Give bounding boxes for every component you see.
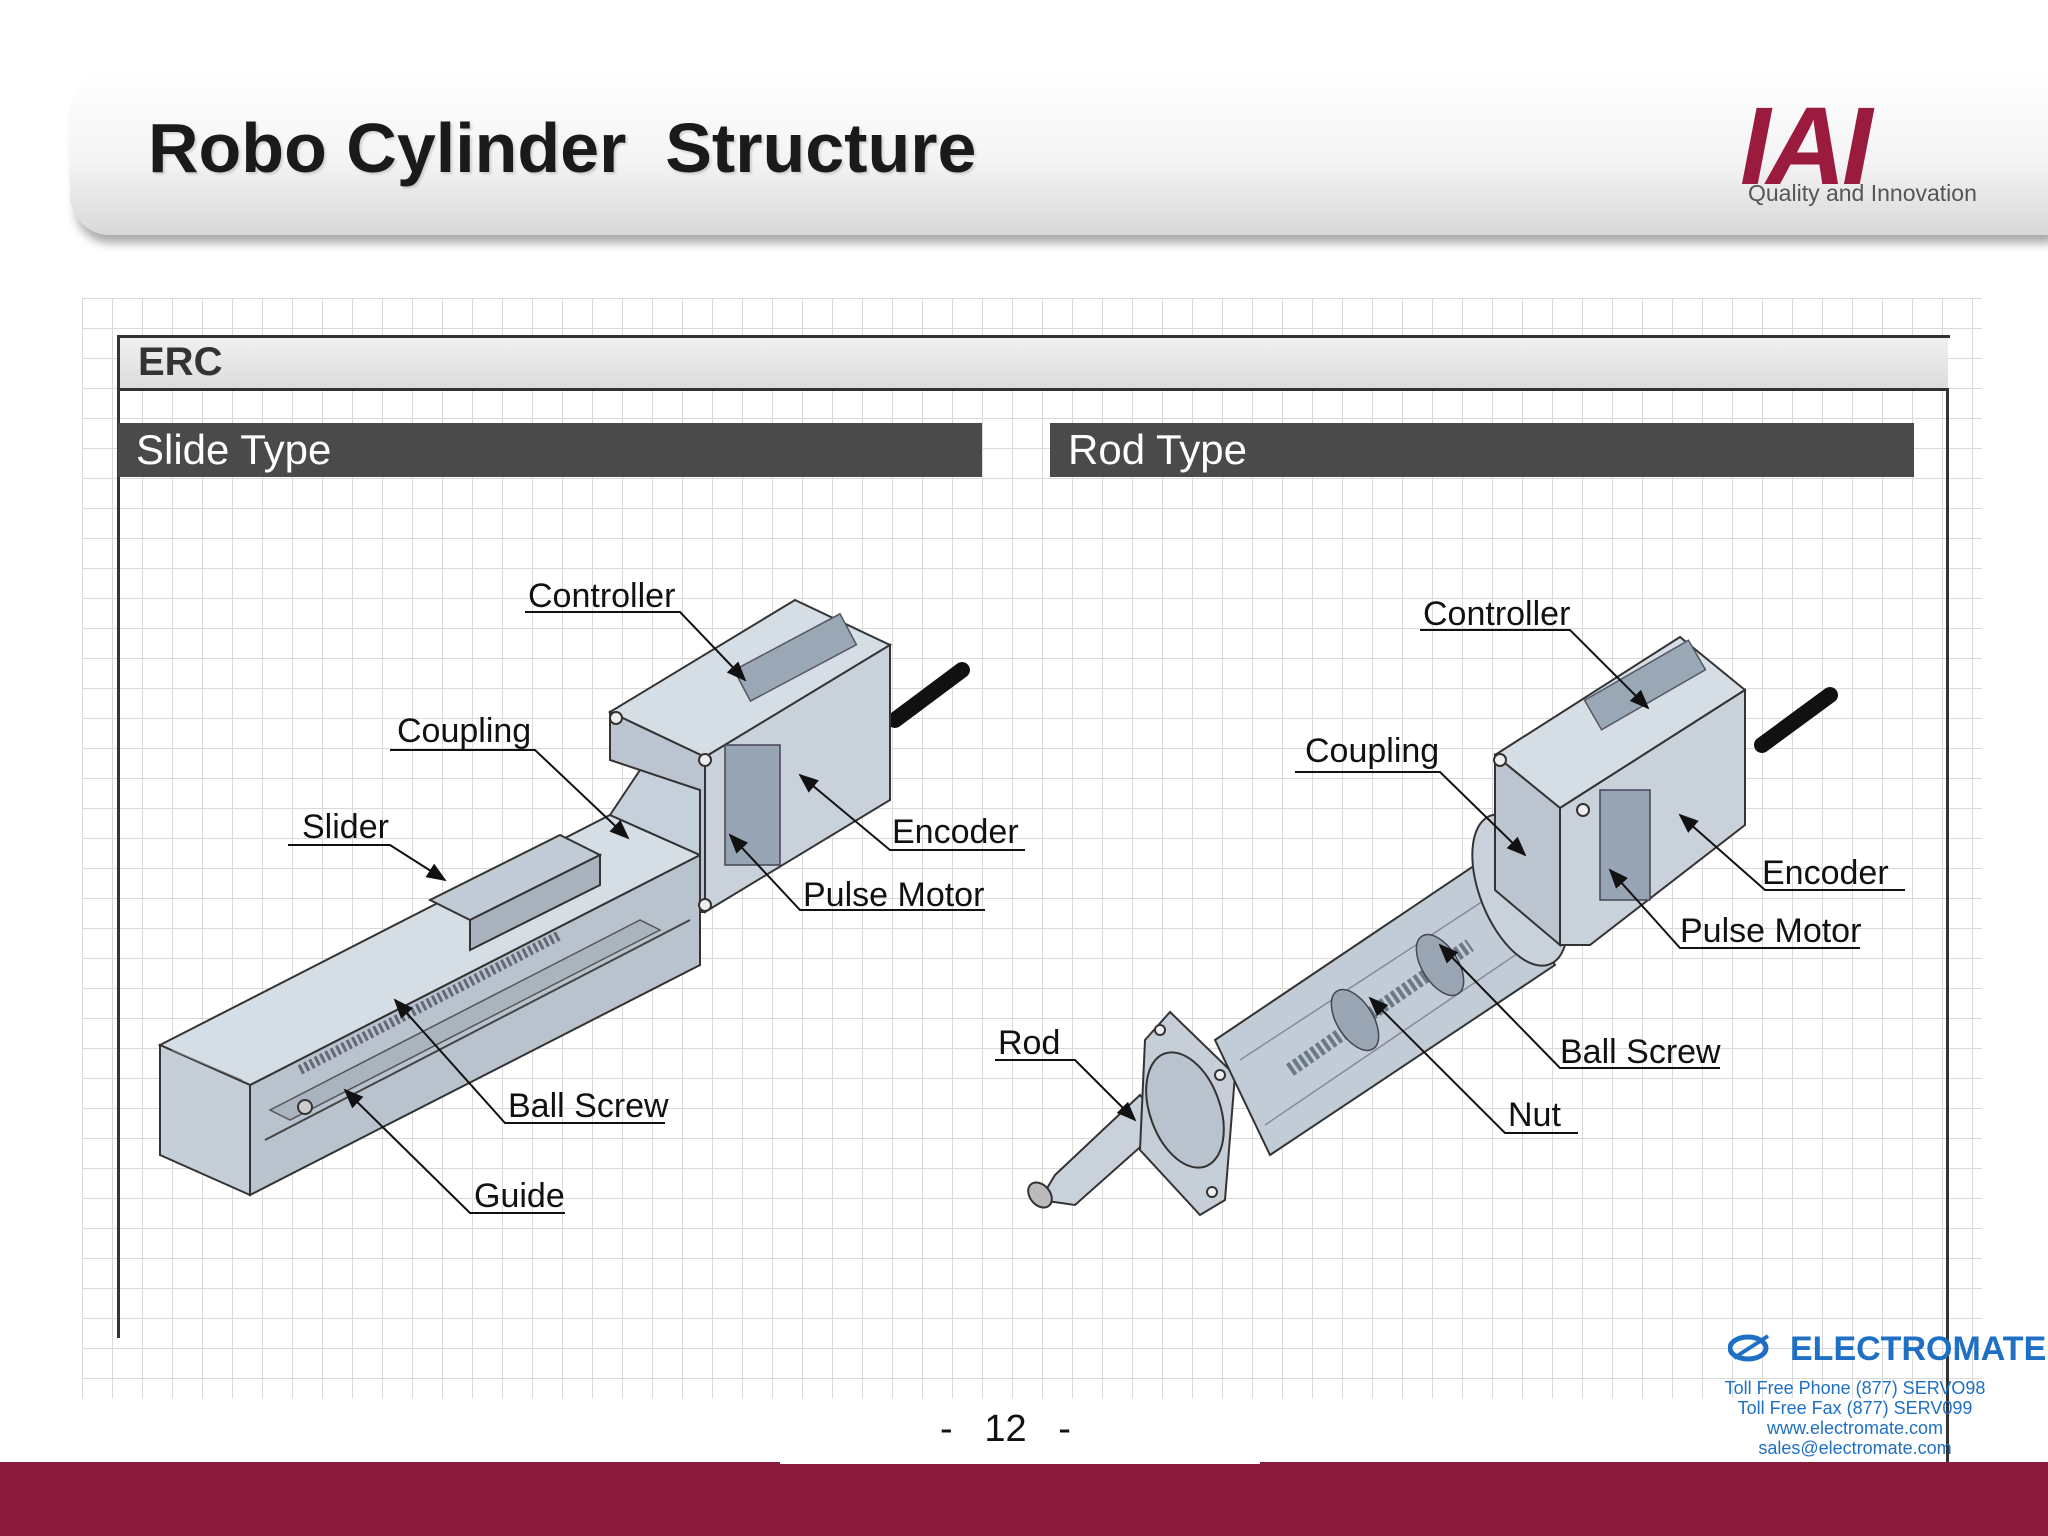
rod-label-pulse-motor: Pulse Motor <box>1680 912 1861 950</box>
frame-right-line <box>1946 388 1949 1468</box>
footer-bar <box>0 1462 2048 1536</box>
logo-tagline: Quality and Innovation <box>1748 180 1977 206</box>
page-title: Robo Cylinder Structure <box>148 109 977 187</box>
rod-label-coupling: Coupling <box>1305 732 1439 770</box>
erc-frame <box>117 335 1950 1338</box>
contact-phone: Toll Free Phone (877) SERVO98 <box>1724 1378 1986 1398</box>
slide-label-coupling: Coupling <box>397 712 531 750</box>
section-label: ERC <box>138 340 223 384</box>
contact-website: www.electromate.com <box>1766 1418 1944 1438</box>
rod-callout-lines <box>995 629 1905 1134</box>
rod-label-controller: Controller <box>1423 595 1570 633</box>
iai-logo: IAI <box>1740 85 1873 208</box>
slide-callout-lines <box>288 611 1025 1214</box>
page-number: - 12 - <box>940 1408 1071 1450</box>
slide-label-controller: Controller <box>528 577 675 615</box>
rod-label-ball-screw: Ball Screw <box>1560 1033 1721 1071</box>
slide-type-header: Slide Type <box>118 423 982 477</box>
header-bar <box>70 70 2048 235</box>
contact-fax: Toll Free Fax (877) SERV099 <box>1737 1398 1973 1418</box>
slide-label-slider: Slider <box>302 808 389 846</box>
contact-email: sales@electromate.com <box>1758 1438 1952 1458</box>
rod-label-encoder: Encoder <box>1762 854 1889 892</box>
footer-seam <box>780 1458 1260 1464</box>
rod-label-nut: Nut <box>1508 1096 1561 1134</box>
electromate-brand: ELECTROMATE <box>1790 1330 2047 1368</box>
slide-label-pulse-motor: Pulse Motor <box>803 876 984 914</box>
slide-actuator-drawing <box>157 598 970 1197</box>
erc-strip <box>120 338 1948 391</box>
rod-label-rod: Rod <box>998 1024 1060 1062</box>
slide-label-ball-screw: Ball Screw <box>508 1087 669 1125</box>
slide-label-encoder: Encoder <box>892 813 1019 851</box>
electromate-logo-icon <box>1728 1334 1770 1362</box>
rod-type-header: Rod Type <box>1050 423 1914 477</box>
slide-label-guide: Guide <box>474 1177 565 1215</box>
